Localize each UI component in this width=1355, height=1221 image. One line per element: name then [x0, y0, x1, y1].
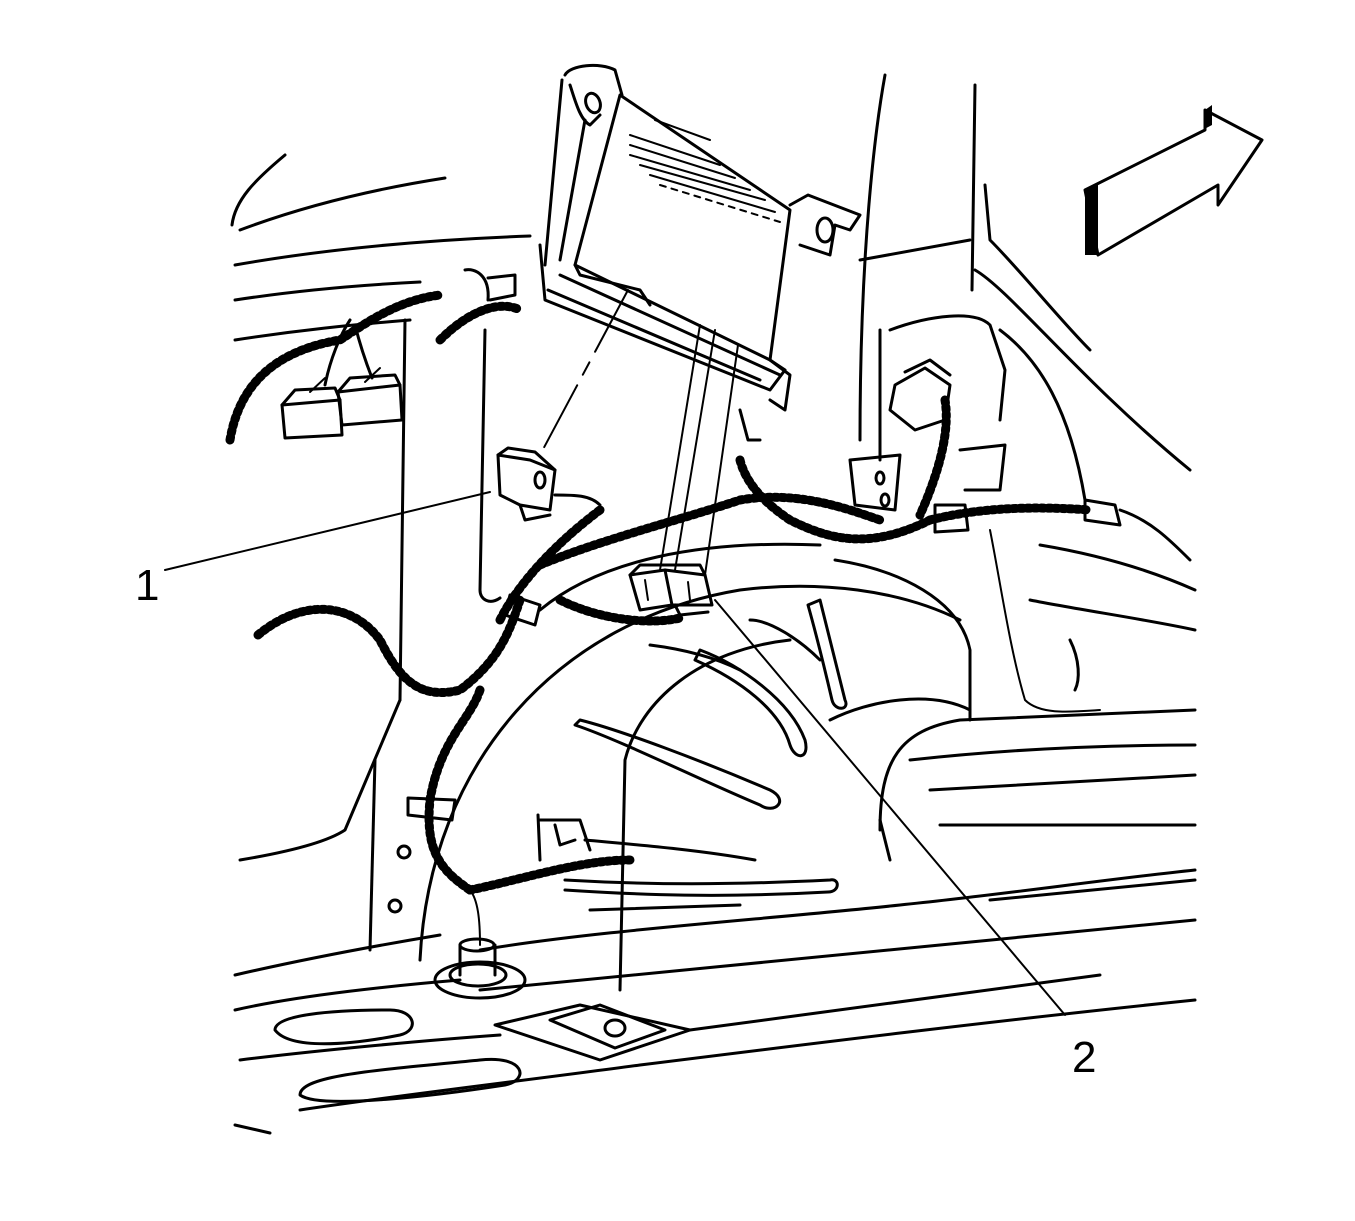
callout-2-label: 2: [1072, 1033, 1096, 1082]
wiring-harness-connector-1: [496, 446, 602, 522]
door-connector: [848, 358, 1007, 512]
amplifier-module: [538, 63, 862, 412]
callout-2: 2: [714, 599, 1096, 1082]
installation-guide-lines: [539, 289, 739, 576]
rear-connectors: [280, 318, 404, 440]
callout-1: 1: [135, 491, 491, 610]
wiring-harness-connector-2: [628, 563, 714, 617]
callout-2-leader: [714, 599, 1066, 1016]
callout-1-leader: [164, 491, 491, 571]
front-direction-arrow-icon: [1083, 105, 1264, 257]
callout-1-label: 1: [135, 561, 159, 610]
wiring-harness: [225, 268, 1122, 946]
body-panels: [230, 73, 1197, 1135]
